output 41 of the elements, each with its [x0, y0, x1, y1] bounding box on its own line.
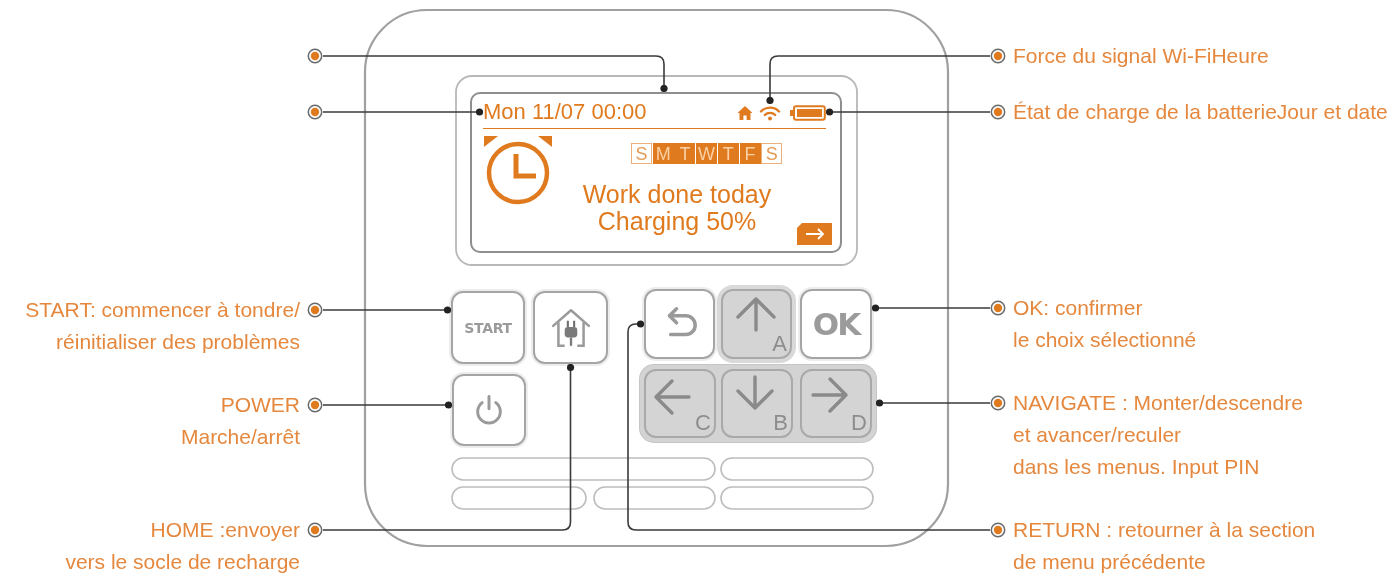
leader-line	[322, 401, 453, 409]
weekday-tile: S	[761, 143, 783, 164]
date-time-text: Mon 11/07 00:00	[483, 99, 647, 125]
callout-text: RETURN : retourner à la section de menu précédente	[1013, 517, 1316, 575]
leader-line	[322, 55, 668, 93]
down-arrow-key: B	[721, 369, 793, 438]
leader-line	[766, 55, 991, 105]
left-arrow-key: C	[644, 369, 716, 438]
leader-line	[875, 399, 991, 407]
callout-text: OK: confirmer le choix sélectionné	[1013, 295, 1197, 353]
weekday-tile: S	[631, 143, 652, 164]
power-button	[452, 374, 526, 446]
leader-line	[322, 363, 575, 531]
leader-line	[871, 304, 991, 312]
callout-marker-icon	[307, 48, 323, 64]
home-button	[533, 291, 608, 364]
weekday-tile: F	[739, 143, 761, 164]
wifi-icon	[759, 104, 781, 121]
callout-text: État de charge de la batterieJour et date	[1013, 99, 1388, 125]
leader-line	[825, 108, 991, 116]
battery-icon	[790, 105, 826, 121]
callout-text: POWER Marche/arrêt	[180, 392, 300, 450]
weekday-tile: T	[674, 143, 696, 164]
weekday-tile: M	[652, 143, 674, 164]
callout-text: HOME :envoyer vers le socle de recharge	[65, 517, 300, 575]
back-button	[644, 289, 715, 359]
leader-line	[627, 320, 991, 531]
start-button: START	[451, 291, 525, 364]
ok-button: OK	[800, 289, 872, 359]
callout-text: Force du signal Wi-FiHeure	[1013, 43, 1269, 69]
status-message: Work done today Charging 50%	[581, 181, 773, 235]
weekday-tile: W	[696, 143, 718, 164]
callout-text: START: commencer à tondre/ réinitialiser des problèmes	[25, 297, 300, 355]
callout-text: NAVIGATE : Monter/descendre et avancer/reculer dans les menus. Input PIN	[1013, 390, 1303, 480]
leader-line	[322, 306, 452, 314]
lcd-screen	[470, 92, 842, 253]
right-arrow-key: D	[800, 369, 872, 438]
weekday-tile: T	[717, 143, 739, 164]
navigation-pad	[640, 365, 876, 442]
leader-line	[322, 108, 484, 116]
callout-marker-icon	[307, 104, 323, 120]
